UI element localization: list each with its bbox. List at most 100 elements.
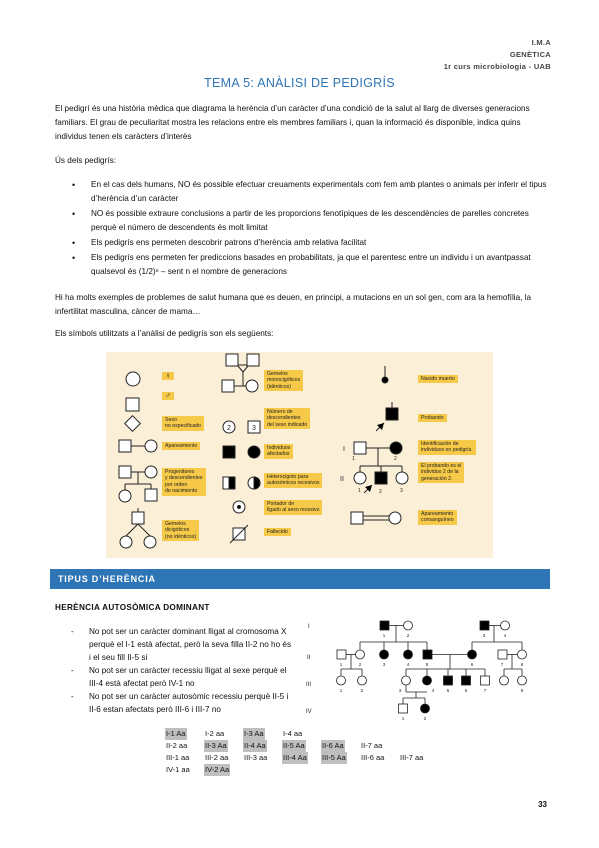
ind-number: 5 bbox=[447, 688, 450, 693]
ind-number: 2 bbox=[361, 688, 364, 693]
dominant-pedigree: I II III IV bbox=[300, 612, 550, 727]
male-square-icon bbox=[125, 397, 140, 412]
examples-paragraph: Hi ha molts exemples de problemes de sal… bbox=[55, 293, 532, 316]
stillbirth-icon bbox=[381, 376, 389, 384]
number-label: Número de descendientes del sexo indicad… bbox=[264, 408, 311, 430]
gen-label: I bbox=[308, 624, 310, 630]
header-subject: GENÈTICA bbox=[509, 50, 551, 59]
affected-female-icon bbox=[247, 445, 261, 459]
dominant-pedigree-drawing: I II III IV bbox=[306, 620, 527, 721]
genotype-cell: I-1 Aa bbox=[165, 728, 187, 740]
section-title: TIPUS D’HERÈNCIA bbox=[58, 574, 156, 584]
list-item: NO és possible extraure conclusions a pa… bbox=[55, 207, 549, 235]
mating-female-icon bbox=[144, 439, 158, 453]
monozygotic-label: Gemelos monocigóticos (idénticos) bbox=[264, 370, 304, 392]
ind-number: 6 bbox=[471, 662, 474, 667]
genotype-cell: I-4 aa bbox=[283, 729, 303, 738]
ind-number: 4 bbox=[504, 633, 507, 638]
unknown-sex-diamond-icon bbox=[124, 415, 141, 432]
monozygotic-twin-icon bbox=[225, 353, 239, 367]
deceased-label: Fallecido bbox=[264, 528, 291, 537]
ind-number: 2 bbox=[407, 633, 410, 638]
genotype-cell: I-3 Aa bbox=[243, 728, 265, 740]
ind-number: 2 bbox=[379, 489, 382, 495]
genotype-cell: III-3 aa bbox=[244, 753, 268, 762]
genotype-cell: III-1 aa bbox=[166, 753, 190, 762]
dizygotic-twin-icon bbox=[143, 535, 157, 549]
proband-icon bbox=[385, 407, 399, 421]
ind-number: 1 bbox=[402, 716, 405, 721]
symbols-drawing: 2 3 I II 1 2 1 2 3 bbox=[118, 353, 409, 549]
generation-I-label: I bbox=[343, 446, 345, 453]
gen-label: IV bbox=[306, 709, 312, 715]
uses-list: En el cas dels humans, NO és possible ef… bbox=[55, 178, 549, 280]
genotype-cell: III-2 aa bbox=[205, 753, 229, 762]
list-item: En el cas dels humans, NO és possible ef… bbox=[55, 178, 549, 206]
carrier-label: Portador de ligado al sexo recesivo bbox=[264, 500, 323, 515]
genotype-cell: II-7 aa bbox=[361, 741, 383, 750]
subsection-title: HERÈNCIA AUTOSÒMICA DOMINANT bbox=[55, 603, 210, 612]
unknown-sex-label: Sexo no especificado bbox=[162, 416, 205, 431]
dizygotic-label: Gemelos dicigóticos (no idénticos) bbox=[162, 520, 200, 542]
genotype-cell: II-2 aa bbox=[166, 741, 188, 750]
genotype-cell: II-5 Aa bbox=[282, 740, 306, 752]
gen-label: II bbox=[307, 655, 311, 661]
female-symbol-label: ♀ bbox=[162, 371, 174, 381]
list-item: No pot ser un caràcter autosòmic recessi… bbox=[55, 690, 295, 716]
ind-number: 3 bbox=[399, 688, 402, 693]
page-title: TEMA 5: ANÀLISI DE PEDIGRÍS bbox=[204, 76, 395, 90]
ind-number: 1 bbox=[352, 456, 355, 462]
proband-note-label: El probando es el individuo 2 de la gene… bbox=[418, 462, 465, 484]
genotype-cell: IV-1 aa bbox=[166, 765, 190, 774]
reasons-list: No pot ser un caràcter dominant lligat a… bbox=[55, 625, 295, 716]
genotype-cell: IV-2 Aa bbox=[204, 764, 231, 776]
section-band: TIPUS D’HERÈNCIA bbox=[50, 569, 550, 589]
ind-number: 1 bbox=[358, 488, 361, 494]
list-item: No pot ser un caràcter recessiu lligat a… bbox=[55, 664, 295, 690]
number-2-glyph: 2 bbox=[227, 425, 231, 432]
mating-label: Apareamiento bbox=[162, 442, 201, 451]
header-course: 1r curs microbiologia - UAB bbox=[443, 62, 551, 71]
ind-number: 7 bbox=[484, 688, 487, 693]
ind-number: 2 bbox=[359, 662, 362, 667]
genotype-cell: II-3 Aa bbox=[204, 740, 228, 752]
ind-number: 8 bbox=[521, 662, 524, 667]
genotype-cell: III-6 aa bbox=[361, 753, 385, 762]
affected-label: Individuos afectados bbox=[264, 444, 294, 459]
genotype-cell: II-4 Aa bbox=[243, 740, 267, 752]
ind-number: 4 bbox=[432, 688, 435, 693]
mating-male-icon bbox=[118, 439, 132, 453]
ind-number: 2 bbox=[394, 456, 397, 462]
genotype-cell: III-5 Aa bbox=[321, 752, 347, 764]
ind-number: 5 bbox=[426, 662, 429, 667]
gen-label: III bbox=[306, 682, 311, 688]
genotype-cell: I-2 aa bbox=[205, 729, 225, 738]
list-item: No pot ser un caràcter dominant lligat a… bbox=[55, 625, 295, 664]
ind-number: 1 bbox=[383, 633, 386, 638]
generation-II-label: II bbox=[340, 476, 344, 483]
ind-number: 4 bbox=[407, 662, 410, 667]
genotype-cell: II-6 Aa bbox=[321, 740, 345, 752]
consanguineous-label: Apareamiento consanguíneo bbox=[418, 510, 457, 525]
number-3-glyph: 3 bbox=[252, 425, 256, 432]
ind-number: 3 bbox=[400, 488, 403, 494]
symbols-intro: Els símbols utilitzats a l’anàlisi de pe… bbox=[55, 329, 274, 338]
affected-male-icon bbox=[222, 445, 236, 459]
progeny-label: Progenitores y descendientes por orden d… bbox=[162, 468, 206, 496]
ind-number: 1 bbox=[340, 688, 343, 693]
uses-heading: Ús dels pedigrís: bbox=[55, 156, 116, 165]
male-symbol-label: ♂ bbox=[162, 391, 174, 401]
female-circle-icon bbox=[125, 371, 141, 387]
identification-label: Identificación de individuos en pedigrís… bbox=[418, 440, 476, 455]
running-header: I.M.A GENÈTICA 1r curs microbiologia - U… bbox=[444, 37, 551, 73]
ind-number: 7 bbox=[501, 662, 504, 667]
ind-number: 6 bbox=[465, 688, 468, 693]
pedigree-symbols-figure: 2 3 I II 1 2 1 2 3 ♀ ♂ Sexo no especific… bbox=[106, 352, 493, 558]
ind-number: 2 bbox=[424, 716, 427, 721]
page-number: 33 bbox=[538, 800, 547, 809]
proband-label: Probando bbox=[418, 414, 447, 423]
list-item: Els pedigrís ens permeten fer prediccion… bbox=[55, 251, 549, 279]
genotype-cell: III-7 aa bbox=[400, 753, 424, 762]
header-initials: I.M.A bbox=[531, 38, 551, 47]
list-item: Els pedigrís ens permeten descobrir patr… bbox=[55, 236, 549, 250]
